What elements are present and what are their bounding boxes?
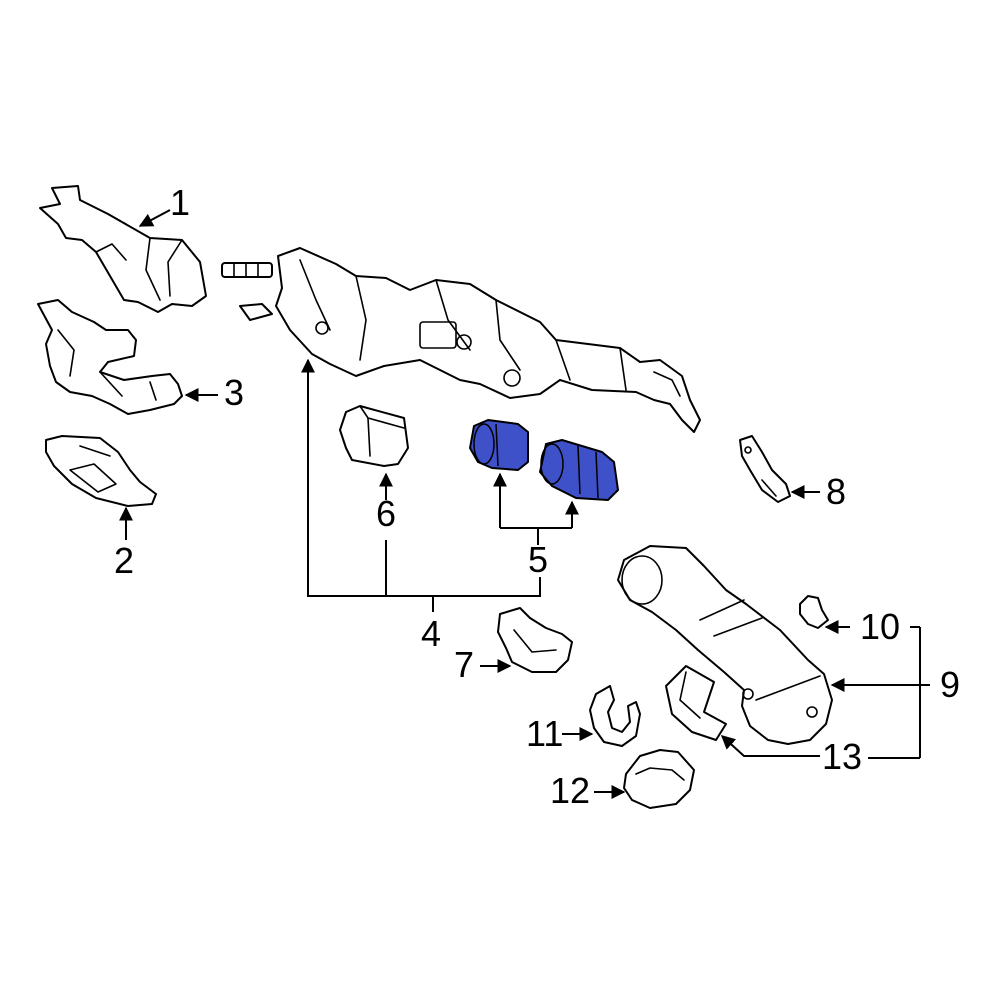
part-1-upper-shroud xyxy=(39,185,207,313)
part-3-lower-shroud xyxy=(37,299,183,415)
part-8-connector xyxy=(739,435,791,503)
part-4-steering-column xyxy=(221,247,701,433)
callout-10: 10 xyxy=(860,606,900,647)
part-7-clip xyxy=(497,607,573,673)
callout-1: 1 xyxy=(170,182,190,223)
part-9-hose xyxy=(617,545,833,745)
callout-6: 6 xyxy=(376,493,396,534)
callout-9: 9 xyxy=(940,664,960,705)
callout-12: 12 xyxy=(550,770,590,811)
part-2-trim-panel xyxy=(45,435,157,507)
callout-11: 11 xyxy=(526,713,563,754)
callout-7: 7 xyxy=(454,644,474,685)
part-5-bushings-highlighted xyxy=(469,419,619,501)
callout-5: 5 xyxy=(528,539,548,580)
callout-13: 13 xyxy=(822,736,862,777)
leader-1 xyxy=(138,209,171,227)
leader-13 xyxy=(720,735,820,757)
part-12-ring xyxy=(623,749,695,809)
part-10-plug xyxy=(799,595,829,629)
callout-4: 4 xyxy=(421,613,441,654)
callout-8: 8 xyxy=(826,471,846,512)
leader-4 xyxy=(301,358,541,597)
part-13-sleeve xyxy=(665,665,727,741)
callout-2: 2 xyxy=(114,540,134,581)
part-6-module xyxy=(339,405,409,467)
callout-3: 3 xyxy=(224,372,244,413)
part-11-clamp xyxy=(589,685,641,747)
leader-lines xyxy=(119,209,930,799)
